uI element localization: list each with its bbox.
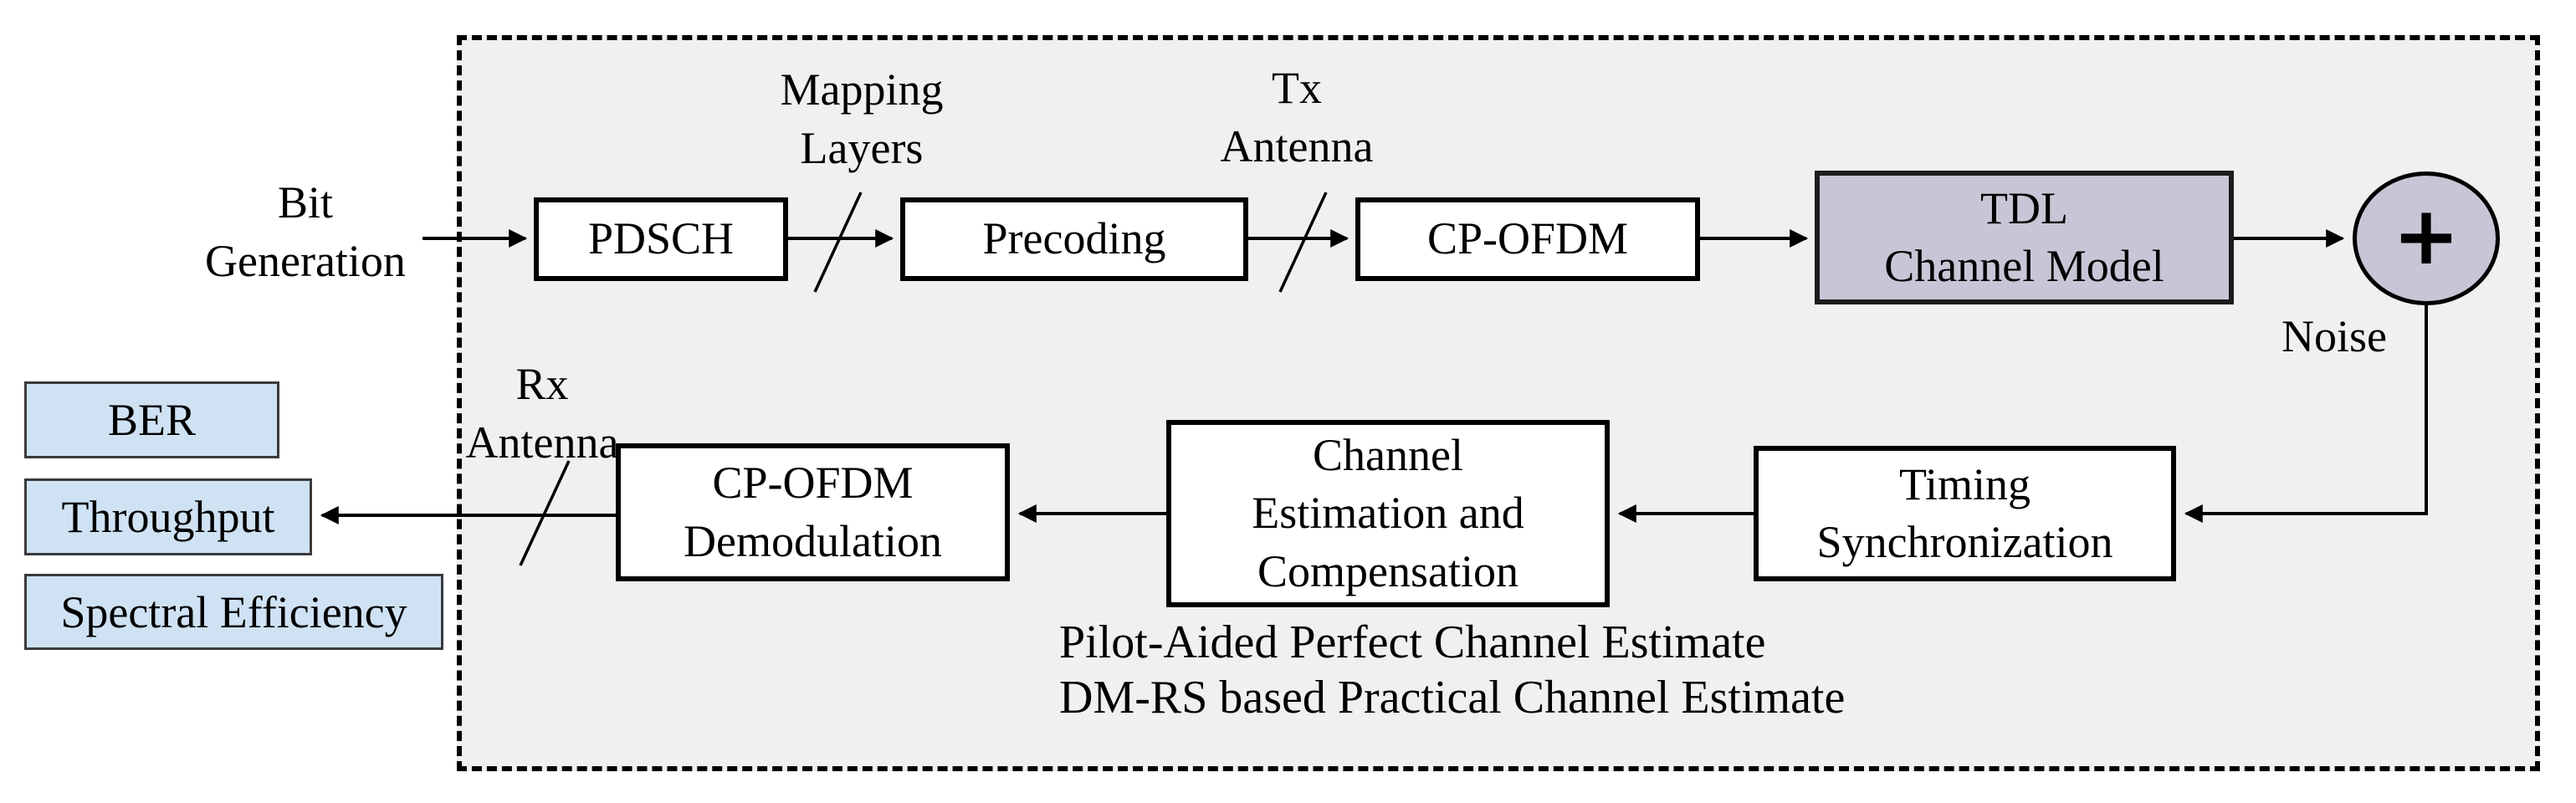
arrow-adder-to-timingsync [2184, 305, 2428, 523]
tx-antenna-slash-icon [1278, 192, 1328, 293]
block-tdl-channel-model: TDL Channel Model [1815, 171, 2234, 304]
rx-antenna-slash-icon [519, 460, 571, 566]
output-box-ber: BER [24, 381, 279, 458]
block-precoding: Precoding [900, 197, 1248, 281]
output-box-throughput: Throughput [24, 478, 312, 555]
block-channel-estimation: Channel Estimation and Compensation [1166, 420, 1610, 607]
adder-circle: + [2353, 171, 2500, 305]
adder-plus-icon: + [2392, 189, 2461, 283]
block-cp-ofdm: CP-OFDM [1355, 197, 1700, 281]
label-bit-generation: Bit Generation [205, 177, 406, 287]
block-cp-ofdm-demodulation: CP-OFDM Demodulation [616, 443, 1010, 581]
label-noise: Noise [2282, 311, 2387, 361]
output-box-spectral-efficiency: Spectral Efficiency [24, 574, 443, 650]
note-pilot-aided-estimate: Pilot-Aided Perfect Channel Estimate [1059, 616, 1766, 668]
mapping-layers-slash-icon [813, 192, 863, 293]
block-timing-synchronization: Timing Synchronization [1754, 446, 2176, 581]
block-pdsch: PDSCH [534, 197, 788, 281]
note-dmrs-estimate: DM-RS based Practical Channel Estimate [1059, 672, 1846, 724]
label-tx-antenna: Tx Antenna [1220, 63, 1374, 172]
simulation-region [457, 35, 2540, 771]
label-mapping-layers: Mapping Layers [780, 64, 944, 174]
label-rx-antenna: Rx Antenna [465, 359, 619, 468]
